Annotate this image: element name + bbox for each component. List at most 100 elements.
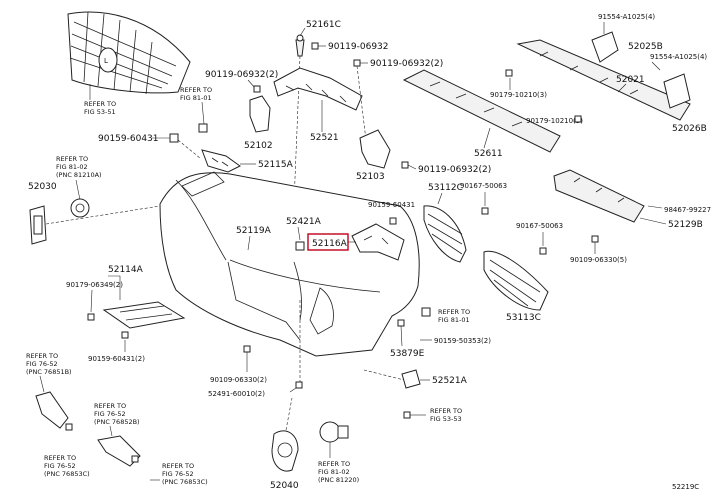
- sensor-52030: [70, 198, 90, 218]
- label-52026B: 52026B: [672, 124, 707, 134]
- svg-text:(PNC 81220): (PNC 81220): [318, 476, 359, 484]
- refer-fig-81-02-a[interactable]: REFER TO FIG 81-02 (PNC 81210A): [56, 155, 102, 179]
- bracket-52102: [249, 95, 271, 133]
- bracket-52026B: [663, 73, 691, 109]
- label-52021: 52021: [616, 75, 645, 85]
- label-90167-50063-a: 90167-50063: [460, 182, 507, 190]
- label-53113C: 53113C: [506, 313, 541, 323]
- svg-text:REFER TO: REFER TO: [162, 462, 194, 470]
- bracket-52025B: [591, 31, 619, 63]
- svg-text:(PNC 76852B): (PNC 76852B): [94, 418, 140, 426]
- svg-text:REFER TO: REFER TO: [180, 86, 212, 94]
- retainer-52521: [273, 67, 363, 111]
- label-90159-60431-b: 90159-60431: [368, 201, 415, 209]
- svg-text:(PNC 76851B): (PNC 76851B): [26, 368, 72, 376]
- label-52611: 52611: [474, 149, 503, 159]
- figure-number: 52219C: [672, 483, 699, 491]
- label-52119A: 52119A: [236, 226, 272, 236]
- label-52521: 52521: [310, 133, 339, 143]
- label-90119-06932: 90119-06932: [328, 42, 389, 52]
- refer-fig-76-52-a[interactable]: REFER TO FIG 76-52 (PNC 76851B): [26, 352, 72, 376]
- fog-cover-53113C: [483, 250, 549, 311]
- bracket-52115A: [201, 149, 241, 173]
- license-bracket-52114A: [102, 301, 186, 329]
- label-90159-50353: 90159-50353(2): [434, 337, 491, 345]
- bracket-52116A: [351, 223, 405, 261]
- refer-fig-53-51[interactable]: REFER TO FIG 53-51: [84, 100, 116, 116]
- label-52129B: 52129B: [668, 220, 703, 230]
- svg-text:FIG 81-01: FIG 81-01: [180, 94, 212, 102]
- sensor-bracket-52030: [29, 205, 47, 245]
- svg-text:FIG 81-02: FIG 81-02: [318, 468, 350, 476]
- svg-text:REFER TO: REFER TO: [438, 308, 470, 316]
- svg-text:FIG 53-53: FIG 53-53: [430, 415, 462, 423]
- label-52421A: 52421A: [286, 217, 322, 227]
- svg-text:FIG 81-01: FIG 81-01: [438, 316, 470, 324]
- reinforcement-52021: [516, 39, 691, 121]
- label-53112C: 53112C: [428, 183, 463, 193]
- label-52114A: 52114A: [108, 265, 144, 275]
- absorber-52611: [402, 69, 561, 153]
- refer-fig-81-01-a[interactable]: REFER TO FIG 81-01: [180, 86, 212, 102]
- lower-reinforcement: [553, 169, 645, 223]
- label-90179-b: 90179-10210(3): [526, 117, 583, 125]
- refer-fig-76-52-b[interactable]: REFER TO FIG 76-52 (PNC 76852B): [94, 402, 140, 426]
- svg-text:REFER TO: REFER TO: [26, 352, 58, 360]
- svg-text:REFER TO: REFER TO: [94, 402, 126, 410]
- label-90179-a: 90179-10210(3): [490, 91, 547, 99]
- label-52103: 52103: [356, 172, 385, 182]
- retainer-52521A: [401, 369, 421, 389]
- svg-text:L: L: [104, 57, 108, 65]
- label-52491-60010: 52491-60010(2): [208, 390, 265, 398]
- label-52040: 52040: [270, 481, 299, 491]
- label-52030: 52030: [28, 182, 57, 192]
- label-90159-60431-2: 90159-60431(2): [88, 355, 145, 363]
- label-90159-60431-a: 90159-60431: [98, 134, 159, 144]
- refer-fig-81-02-b[interactable]: REFER TO FIG 81-02 (PNC 81220): [318, 460, 359, 484]
- trim-76851B: [35, 391, 69, 429]
- svg-text:(PNC 76853C): (PNC 76853C): [162, 478, 208, 486]
- label-52521A: 52521A: [432, 376, 468, 386]
- radiator-grille: L: [67, 11, 191, 95]
- svg-text:REFER TO: REFER TO: [44, 454, 76, 462]
- label-52025B: 52025B: [628, 42, 663, 52]
- label-98467-99227: 98467-99227: [664, 206, 711, 214]
- label-90167-50063-b: 90167-50063: [516, 222, 563, 230]
- clip-52161C: [295, 34, 305, 57]
- label-52161C: 52161C: [306, 20, 341, 30]
- svg-text:(PNC 76853C): (PNC 76853C): [44, 470, 90, 478]
- fog-lamp: [319, 421, 349, 443]
- svg-text:REFER TO: REFER TO: [56, 155, 88, 163]
- svg-text:FIG 76-52: FIG 76-52: [94, 410, 126, 418]
- fog-cover-53112C: [423, 205, 467, 263]
- label-53879E: 53879E: [390, 349, 425, 359]
- svg-text:REFER TO: REFER TO: [84, 100, 116, 108]
- svg-text:REFER TO: REFER TO: [318, 460, 350, 468]
- bumper-cover-52119A: [159, 171, 420, 357]
- svg-text:REFER TO: REFER TO: [430, 407, 462, 415]
- svg-text:FIG 76-52: FIG 76-52: [26, 360, 58, 368]
- svg-text:FIG 53-51: FIG 53-51: [84, 108, 116, 116]
- bolt-90119-a: [311, 42, 319, 50]
- refer-fig-76-52-c[interactable]: REFER TO FIG 76-52 (PNC 76853C): [44, 454, 90, 478]
- label-91554-b: 91554-A1025(4): [650, 53, 707, 61]
- label-91554-a: 91554-A1025(4): [598, 13, 655, 21]
- svg-text:FIG 76-52: FIG 76-52: [162, 470, 194, 478]
- label-90109-06330-5: 90109-06330(5): [570, 256, 627, 264]
- label-90119-06932-2b: 90119-06932(2): [370, 59, 443, 69]
- svg-text:(PNC 81210A): (PNC 81210A): [56, 171, 102, 179]
- label-90119-06932-2d: 90119-06932(2): [418, 165, 491, 175]
- svg-text:FIG 81-02: FIG 81-02: [56, 163, 88, 171]
- svg-text:FIG 76-52: FIG 76-52: [44, 462, 76, 470]
- refer-fig-53-53[interactable]: REFER TO FIG 53-53: [430, 407, 462, 423]
- label-52116A[interactable]: 52116A: [312, 239, 348, 249]
- refer-fig-81-01-b[interactable]: REFER TO FIG 81-01: [438, 308, 470, 324]
- label-90109-06330-2: 90109-06330(2): [210, 376, 267, 384]
- label-52102: 52102: [244, 141, 273, 151]
- label-52115A: 52115A: [258, 160, 294, 170]
- label-90119-06932-2a: 90119-06932(2): [205, 70, 278, 80]
- bracket-52040: [271, 430, 299, 472]
- refer-fig-76-52-d[interactable]: REFER TO FIG 76-52 (PNC 76853C): [162, 462, 208, 486]
- label-90179-06349: 90179-06349(2): [66, 281, 123, 289]
